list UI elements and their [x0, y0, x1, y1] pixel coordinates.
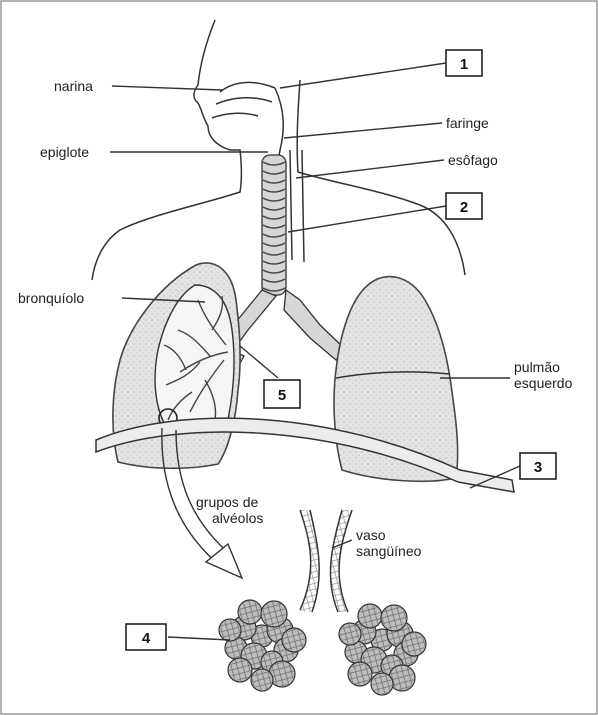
- number-box-1: 1: [446, 50, 482, 76]
- alveolus-capillary-mesh: [349, 663, 371, 685]
- alveolus-capillary-mesh: [359, 605, 381, 627]
- right-bronchus: [284, 290, 346, 360]
- leader-4: [168, 637, 230, 640]
- number-box-4: 4: [126, 624, 166, 650]
- alveolus-capillary-mesh: [252, 670, 272, 690]
- alveolus-capillary-mesh: [382, 606, 406, 630]
- alveolus-capillary-mesh: [390, 666, 414, 690]
- number-2: 2: [460, 199, 468, 216]
- alveolus-capillary-mesh: [239, 601, 261, 623]
- trachea: [262, 155, 286, 295]
- label-epiglote: epiglote: [40, 144, 89, 160]
- number-1: 1: [460, 56, 468, 73]
- alveolus-capillary-mesh: [220, 620, 240, 640]
- leader-narina: [112, 86, 222, 90]
- number-box-5: 5: [264, 380, 300, 408]
- back-of-head-outline: [297, 80, 465, 275]
- label-esofago: esôfago: [448, 152, 498, 168]
- nasal-cavity-outline: [212, 82, 275, 118]
- number-3: 3: [534, 459, 542, 476]
- label-faringe: faringe: [446, 115, 489, 131]
- alveolus-capillary-mesh: [340, 624, 360, 644]
- label-pulmao-line2: esquerdo: [514, 375, 573, 391]
- number-4: 4: [142, 630, 151, 647]
- body-outline: [92, 20, 242, 280]
- leader-2: [288, 206, 446, 232]
- label-grupos-line2: alvéolos: [212, 510, 263, 526]
- alveoli-cluster-right: [339, 604, 426, 695]
- magnify-arrowhead: [206, 544, 242, 578]
- alveolus-capillary-mesh: [262, 602, 286, 626]
- label-vaso-line1: vaso: [356, 527, 386, 543]
- alveolus-capillary-mesh: [270, 662, 294, 686]
- leader-1: [280, 63, 446, 88]
- alveoli-cluster-left: [219, 600, 306, 691]
- label-narina: narina: [54, 78, 93, 94]
- label-grupos-line1: grupos de: [196, 494, 258, 510]
- number-box-3: 3: [520, 453, 556, 479]
- leader-esofago: [296, 160, 444, 178]
- label-vaso-line2: sangüíneo: [356, 543, 422, 559]
- alveolus-capillary-mesh: [283, 629, 305, 651]
- alveolus-capillary-mesh: [372, 674, 392, 694]
- number-box-2: 2: [446, 193, 482, 219]
- alveolus-capillary-mesh: [229, 659, 251, 681]
- leader-faringe: [284, 123, 442, 138]
- leader-5: [240, 346, 278, 378]
- label-pulmao-line1: pulmão: [514, 359, 560, 375]
- alveolus-capillary-mesh: [403, 633, 425, 655]
- number-5: 5: [278, 387, 286, 404]
- alveoli-stalks: [300, 510, 352, 612]
- label-bronquiolo: bronquíolo: [18, 290, 84, 306]
